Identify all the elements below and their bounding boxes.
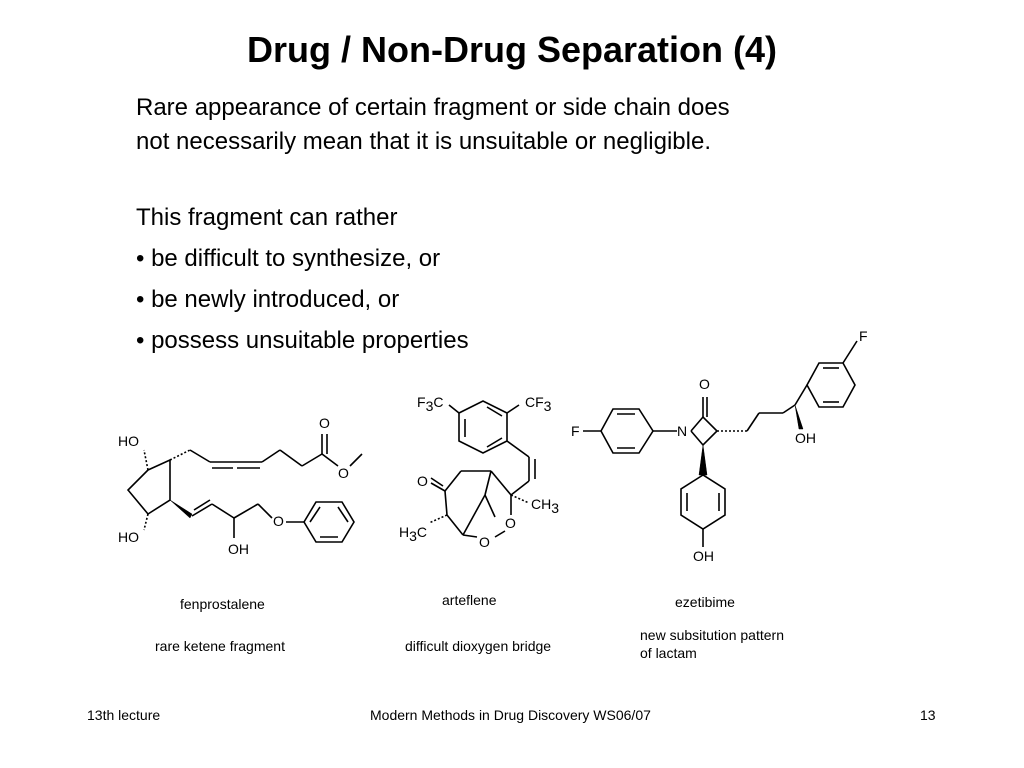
molecule-name: fenprostalene [180,596,265,612]
ether-oxygen-label: O [273,513,284,529]
footer-center: Modern Methods in Drug Discovery WS06/07 [370,707,651,723]
molecule-note: rare ketene fragment [155,638,285,654]
trifluoromethyl-label: CF3 [525,394,552,414]
nitrogen-label: N [677,423,687,439]
peroxide-oxygen-label: O [479,534,490,550]
arteflene-structure: F3C CF3 O O O CH3 H3C [399,394,559,550]
slide-title: Drug / Non-Drug Separation (4) [247,29,777,70]
paragraph-line-2: not necessarily mean that it is unsuitab… [136,128,711,155]
hydroxyl-label: OH [228,541,249,557]
fenprostalene-structure: HO HO O O OH O [118,415,363,557]
molecule-name: ezetibime [675,594,735,610]
fluorine-label: F [571,423,580,439]
paragraph-line-1: Rare appearance of certain fragment or s… [136,94,730,121]
hydroxyl-label: OH [693,548,714,564]
ezetibime-structure: F N O OH F OH [571,328,868,564]
intro-text: This fragment can rather [136,204,398,231]
methyl-label: CH3 [531,496,559,516]
molecule-note: difficult dioxygen bridge [405,638,552,654]
hydroxyl-label: OH [795,430,816,446]
ketone-oxygen-label: O [417,473,428,489]
molecule-note: new subsitution pattern [640,627,784,643]
molecule-name: arteflene [442,592,497,608]
hydroxyl-label: HO [118,433,139,449]
footer-left: 13th lecture [87,707,161,723]
ester-oxygen-label: O [338,465,349,481]
bullet-item: • be newly introduced, or [136,286,400,313]
peroxide-oxygen-label: O [505,515,516,531]
methyl-label: H3C [399,524,427,544]
molecule-note: of lactam [640,645,697,661]
carbonyl-oxygen-label: O [699,376,710,392]
bullet-item: • be difficult to synthesize, or [136,245,441,272]
hydroxyl-label: HO [118,529,139,545]
bullet-item: • possess unsuitable properties [136,327,469,354]
fluorine-label: F [859,328,868,344]
carbonyl-oxygen-label: O [319,415,330,431]
page-number: 13 [920,707,936,723]
trifluoromethyl-label: F3C [417,394,443,414]
